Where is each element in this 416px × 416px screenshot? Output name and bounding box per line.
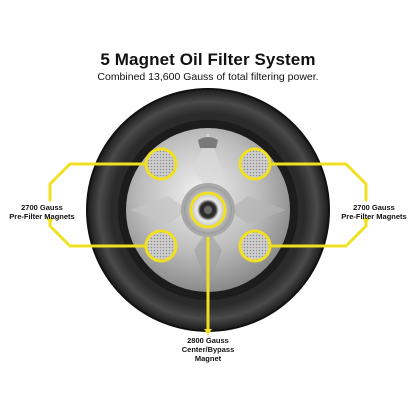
left-callout-gauss: 2700 Gauss: [2, 203, 82, 212]
center-bypass-magnet: [181, 183, 235, 237]
left-callout-desc: Pre-Filter Magnets: [2, 212, 82, 221]
magnet-bottom-left: [146, 231, 176, 261]
center-callout-gauss: 2800 Gauss: [168, 336, 248, 345]
magnet-bottom-right: [240, 231, 270, 261]
center-callout-desc: Center/Bypass: [168, 345, 248, 354]
right-callout-desc: Pre-Filter Magnets: [332, 212, 416, 221]
center-callout-label: 2800 Gauss Center/Bypass Magnet: [168, 336, 248, 363]
right-callout-gauss: 2700 Gauss: [332, 203, 416, 212]
magnet-top-left: [146, 149, 176, 179]
center-callout-desc-2: Magnet: [168, 354, 248, 363]
left-callout-label: 2700 Gauss Pre-Filter Magnets: [2, 203, 82, 221]
center-arrow-icon: [204, 329, 212, 335]
right-callout-label: 2700 Gauss Pre-Filter Magnets: [332, 203, 416, 221]
magnet-top-right: [240, 149, 270, 179]
